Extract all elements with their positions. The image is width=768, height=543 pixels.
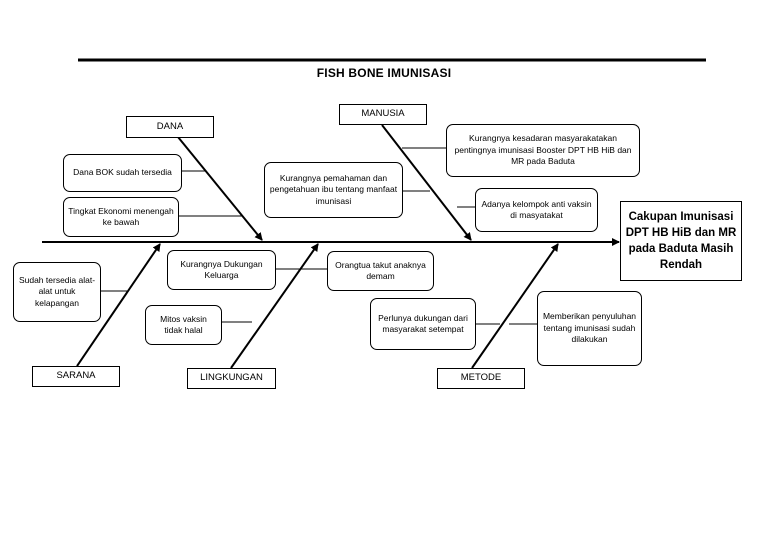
category-lingkungan: LINGKUNGAN (187, 368, 276, 389)
cause-kesadaran-masyarakat: Kurangnya kesadaran masyarakatakan penti… (446, 124, 640, 177)
cause-orangtua-takut: Orangtua takut anaknya demam (327, 251, 434, 291)
cause-pemahaman-ibu: Kurangnya pemahaman dan pengetahuan ibu … (264, 162, 403, 218)
cause-tingkat-ekonomi: Tingkat Ekonomi menengah ke bawah (63, 197, 179, 237)
category-dana: DANA (126, 116, 214, 138)
cause-anti-vaksin: Adanya kelompok anti vaksin di masyataka… (475, 188, 598, 232)
bone-dana (177, 136, 263, 241)
bone-metode (471, 243, 559, 369)
category-metode: METODE (437, 368, 525, 389)
cause-dukungan-keluarga: Kurangnya Dukungan Keluarga (167, 250, 276, 290)
cause-dukungan-masyarakat: Perlunya dukungan dari masyarakat setemp… (370, 298, 476, 350)
cause-penyuluhan: Memberikan penyuluhan tentang imunisasi … (537, 291, 642, 366)
category-manusia: MANUSIA (339, 104, 427, 125)
bone-sarana (76, 243, 161, 367)
effect-box: Cakupan Imunisasi DPT HB HiB dan MR pada… (620, 201, 742, 281)
cause-dana-bok: Dana BOK sudah tersedia (63, 154, 182, 192)
bone-manusia (381, 124, 472, 241)
bone-lingkungan (230, 243, 319, 369)
category-sarana: SARANA (32, 366, 120, 387)
diagram-title: FISH BONE IMUNISASI (316, 66, 452, 80)
cause-alat-lapangan: Sudah tersedia alat-alat untuk kelapanga… (13, 262, 101, 322)
cause-mitos-vaksin: Mitos vaksin tidak halal (145, 305, 222, 345)
